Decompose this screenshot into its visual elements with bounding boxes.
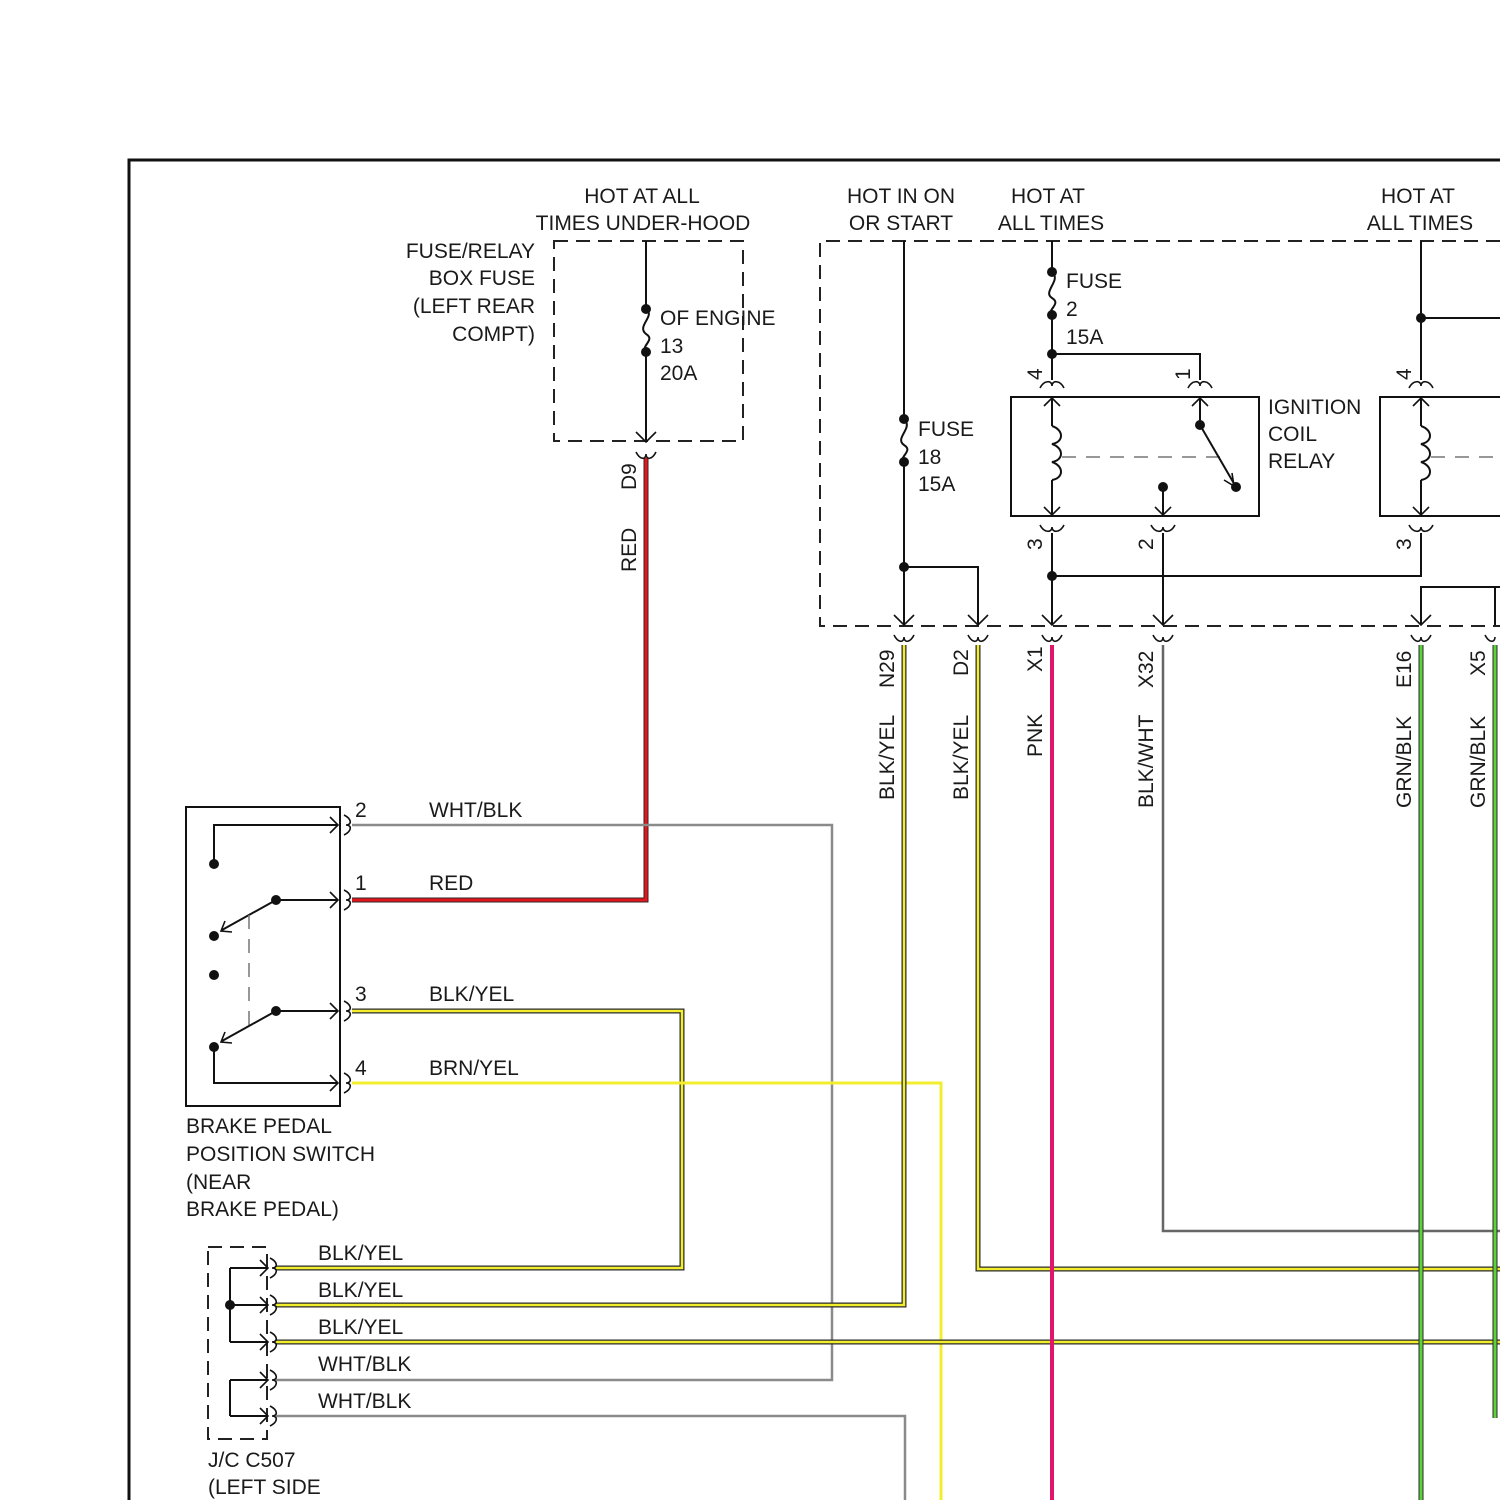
junction-connector-c507 <box>208 1247 276 1439</box>
switch-pin-2: 2 <box>355 799 367 822</box>
switch-pin-1: 1 <box>355 872 367 895</box>
label-fuse18-a: FUSE <box>918 418 974 441</box>
fuse-13 <box>641 241 651 440</box>
wire-brn-yel-p4 <box>352 1083 941 1500</box>
wire-jc5 <box>276 1416 905 1500</box>
wire-label-sw-p1: RED <box>429 872 473 895</box>
wire-label-n29: BLK/YEL <box>876 715 899 800</box>
label-relay-1: IGNITION <box>1268 396 1361 419</box>
connector-label-n29: N29 <box>876 649 899 688</box>
label-hot-underhood-1: HOT AT ALL <box>584 185 700 208</box>
wire-label-x1: PNK <box>1024 714 1047 757</box>
wire-label-x32: BLK/WHT <box>1135 714 1158 808</box>
label-relay-2: COIL <box>1268 423 1317 446</box>
label-fuse2-b: 2 <box>1066 298 1078 321</box>
connector-label-x1: X1 <box>1024 646 1047 672</box>
brake-pedal-position-switch <box>186 807 350 1106</box>
relay-pin-4b: 4 <box>1393 368 1416 380</box>
connector-label-d2: D2 <box>950 649 973 676</box>
connector-label-x32: X32 <box>1135 651 1158 688</box>
wire-label-jc-4: WHT/BLK <box>318 1353 411 1376</box>
switch-pin-4: 4 <box>355 1057 367 1080</box>
wire-label-x5: GRN/BLK <box>1467 716 1490 808</box>
label-jc-1: J/C C507 <box>208 1449 296 1472</box>
wire-label-sw-p3: BLK/YEL <box>429 983 514 1006</box>
label-hot-all-times-a-1: HOT AT <box>1011 185 1085 208</box>
label-hot-underhood-2: TIMES UNDER-HOOD <box>536 212 751 235</box>
wire-x32 <box>1163 645 1500 1231</box>
label-fuse-box-3: (LEFT REAR <box>413 295 535 318</box>
wire-label-d2: BLK/YEL <box>950 715 973 800</box>
label-fuse18-c: 15A <box>918 473 955 496</box>
label-relay-3: RELAY <box>1268 450 1335 473</box>
wire-label-jc-3: BLK/YEL <box>318 1316 403 1339</box>
label-jc-2: (LEFT SIDE <box>208 1476 321 1499</box>
wire-label-e16: GRN/BLK <box>1393 716 1416 808</box>
connector-label-e16: E16 <box>1393 651 1416 688</box>
label-hot-all-times-b-2: ALL TIMES <box>1367 212 1473 235</box>
label-fuse-box-4: COMPT) <box>452 323 535 346</box>
label-fuse13-a: OF ENGINE <box>660 307 776 330</box>
wire-label-jc-2: BLK/YEL <box>318 1279 403 1302</box>
label-brake-3: (NEAR <box>186 1171 251 1194</box>
relay-pin-4a: 4 <box>1024 368 1047 380</box>
label-brake-1: BRAKE PEDAL <box>186 1115 332 1138</box>
label-hot-on-start-1: HOT IN ON <box>847 185 955 208</box>
label-fuse13-c: 20A <box>660 362 697 385</box>
relay-pin-1: 1 <box>1172 368 1195 380</box>
label-fuse-box-1: FUSE/RELAY <box>406 240 535 263</box>
relay-pin-2: 2 <box>1135 538 1158 550</box>
connector-label-x5: X5 <box>1467 650 1490 676</box>
switch-pin-3: 3 <box>355 983 367 1006</box>
underdash-connectors <box>894 615 1495 641</box>
label-brake-2: POSITION SWITCH <box>186 1143 375 1166</box>
wire-label-sw-p4: BRN/YEL <box>429 1057 519 1080</box>
label-fuse18-b: 18 <box>918 446 941 469</box>
label-fuse-box-2: BOX FUSE <box>429 267 535 290</box>
label-brake-4: BRAKE PEDAL) <box>186 1198 339 1221</box>
label-fuse13-b: 13 <box>660 335 683 358</box>
wire-label-jc-5: WHT/BLK <box>318 1390 411 1413</box>
label-hot-all-times-a-2: ALL TIMES <box>998 212 1104 235</box>
relay-pin-3b: 3 <box>1393 538 1416 550</box>
label-fuse2-c: 15A <box>1066 326 1103 349</box>
wire-blk-yel-p3 <box>276 1011 682 1268</box>
wire-red-d9 <box>352 458 646 900</box>
wire-label-sw-p2: WHT/BLK <box>429 799 522 822</box>
relay-pin-3a: 3 <box>1024 538 1047 550</box>
label-hot-on-start-2: OR START <box>849 212 953 235</box>
relay-output-lines <box>1047 533 1500 625</box>
wire-label-d9-red: RED <box>618 528 641 572</box>
ignition-coil-relay <box>1011 397 1259 516</box>
label-fuse2-a: FUSE <box>1066 270 1122 293</box>
label-hot-all-times-b-1: HOT AT <box>1381 185 1455 208</box>
wire-n29 <box>276 645 904 1305</box>
wire-label-jc-1: BLK/YEL <box>318 1242 403 1265</box>
connector-label-d9: D9 <box>618 463 641 490</box>
